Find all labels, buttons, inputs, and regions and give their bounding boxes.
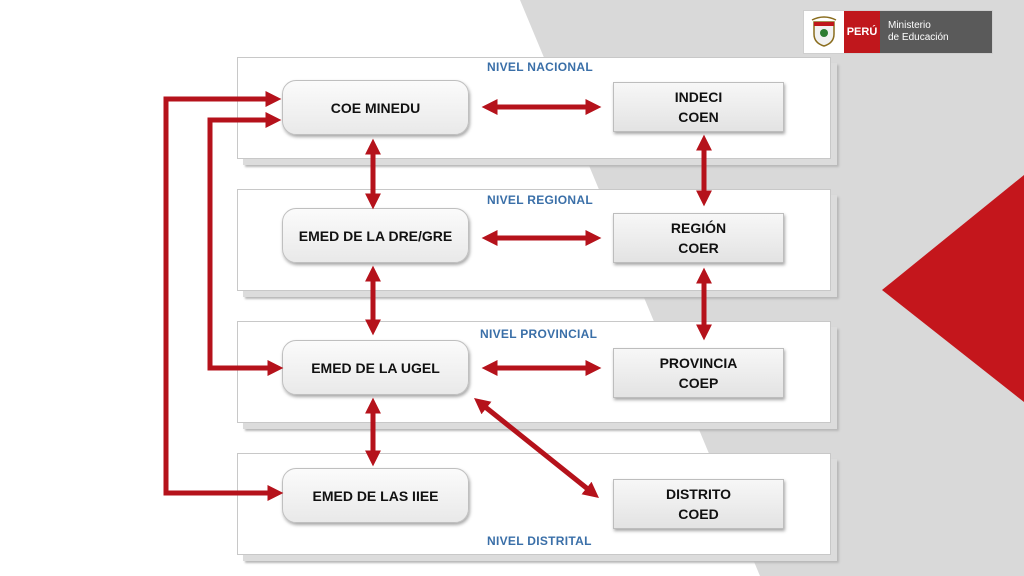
coat-of-arms-icon bbox=[804, 11, 844, 53]
node-region-line-2: COER bbox=[678, 240, 719, 256]
node-emed-dre-gre: EMED DE LA DRE/GRE bbox=[282, 208, 469, 263]
node-provincia-coep: PROVINCIA COEP bbox=[613, 348, 784, 398]
level-label-provincial: NIVEL PROVINCIAL bbox=[480, 327, 598, 341]
node-distrito-coed: DISTRITO COED bbox=[613, 479, 784, 529]
level-label-distrital: NIVEL DISTRITAL bbox=[487, 534, 592, 548]
node-emed-ugel: EMED DE LA UGEL bbox=[282, 340, 469, 395]
node-emed-iiee: EMED DE LAS IIEE bbox=[282, 468, 469, 523]
level-label-nacional: NIVEL NACIONAL bbox=[487, 60, 593, 74]
node-indeci-coen: INDECI COEN bbox=[613, 82, 784, 132]
node-indeci-line-1: INDECI bbox=[674, 89, 723, 105]
country-label: PERÚ bbox=[844, 11, 880, 53]
node-provincia-line-2: COEP bbox=[678, 375, 719, 391]
ministry-logo: PERÚ Ministerio de Educación bbox=[803, 10, 993, 54]
ministry-line-2: de Educación bbox=[888, 32, 949, 43]
ministry-line-1: Ministerio bbox=[888, 20, 931, 31]
node-region-line-1: REGIÓN bbox=[670, 220, 727, 236]
node-coe-minedu: COE MINEDU bbox=[282, 80, 469, 135]
node-provincia-line-1: PROVINCIA bbox=[659, 355, 738, 371]
node-region-coer: REGIÓN COER bbox=[613, 213, 784, 263]
ministry-name: Ministerio de Educación bbox=[880, 11, 992, 53]
node-indeci-line-2: COEN bbox=[678, 109, 719, 125]
node-distrito-line-1: DISTRITO bbox=[665, 486, 732, 502]
node-distrito-line-2: COED bbox=[678, 506, 719, 522]
level-label-regional: NIVEL REGIONAL bbox=[487, 193, 593, 207]
